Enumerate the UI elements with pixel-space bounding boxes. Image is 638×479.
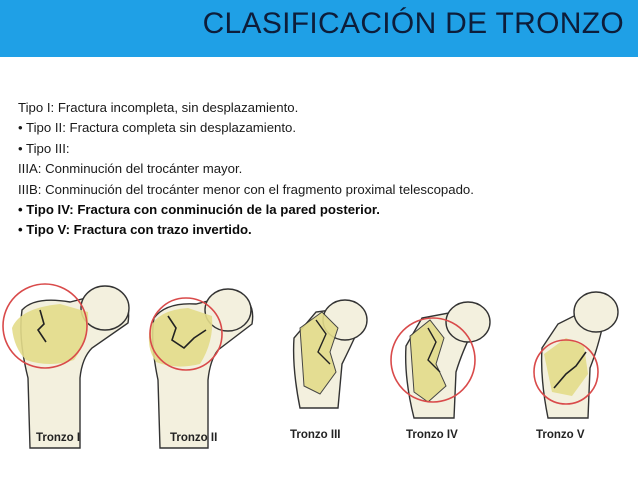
femur-tronzo-1: Tronzo I — [2, 283, 130, 449]
caption-tronzo-2: Tronzo II — [170, 432, 217, 444]
caption-tronzo-5: Tronzo V — [536, 429, 585, 441]
line-tipo-1: Tipo I: Fractura incompleta, sin desplaz… — [18, 100, 299, 115]
femur-tronzo-3: Tronzo III — [290, 299, 368, 441]
femur-tronzo-2: Tronzo II — [148, 288, 254, 449]
line-tipo-4: • Tipo IV: Fractura con conminución de l… — [18, 202, 380, 218]
line-tipo-5: • Tipo V: Fractura con trazo invertido. — [18, 222, 252, 238]
title-bar: CLASIFICACIÓN DE TRONZO — [0, 0, 638, 57]
femur-tronzo-4: Tronzo IV — [390, 301, 491, 441]
caption-tronzo-3: Tronzo III — [290, 429, 340, 441]
line-tipo-2: • Tipo II: Fractura completa sin desplaz… — [18, 120, 297, 136]
slide-title: CLASIFICACIÓN DE TRONZO — [202, 7, 624, 40]
femur-tronzo-5: Tronzo V — [533, 291, 619, 441]
line-tipo-3a: IIIA: Conminución del trocánter mayor. — [18, 161, 243, 177]
line-tipo-3b: IIIB: Conminución del trocánter menor co… — [18, 181, 474, 197]
line-tipo-3: • Tipo III: — [18, 140, 70, 156]
caption-tronzo-1: Tronzo I — [36, 432, 80, 444]
fracture-illustration: Tronzo I Tronzo II Tronzo III Tronzo IV — [0, 268, 638, 458]
caption-tronzo-4: Tronzo IV — [406, 429, 458, 441]
classification-text: Tipo I: Fractura incompleta, sin desplaz… — [18, 98, 628, 241]
femur-drawings: Tronzo I Tronzo II Tronzo III Tronzo IV — [2, 283, 619, 449]
